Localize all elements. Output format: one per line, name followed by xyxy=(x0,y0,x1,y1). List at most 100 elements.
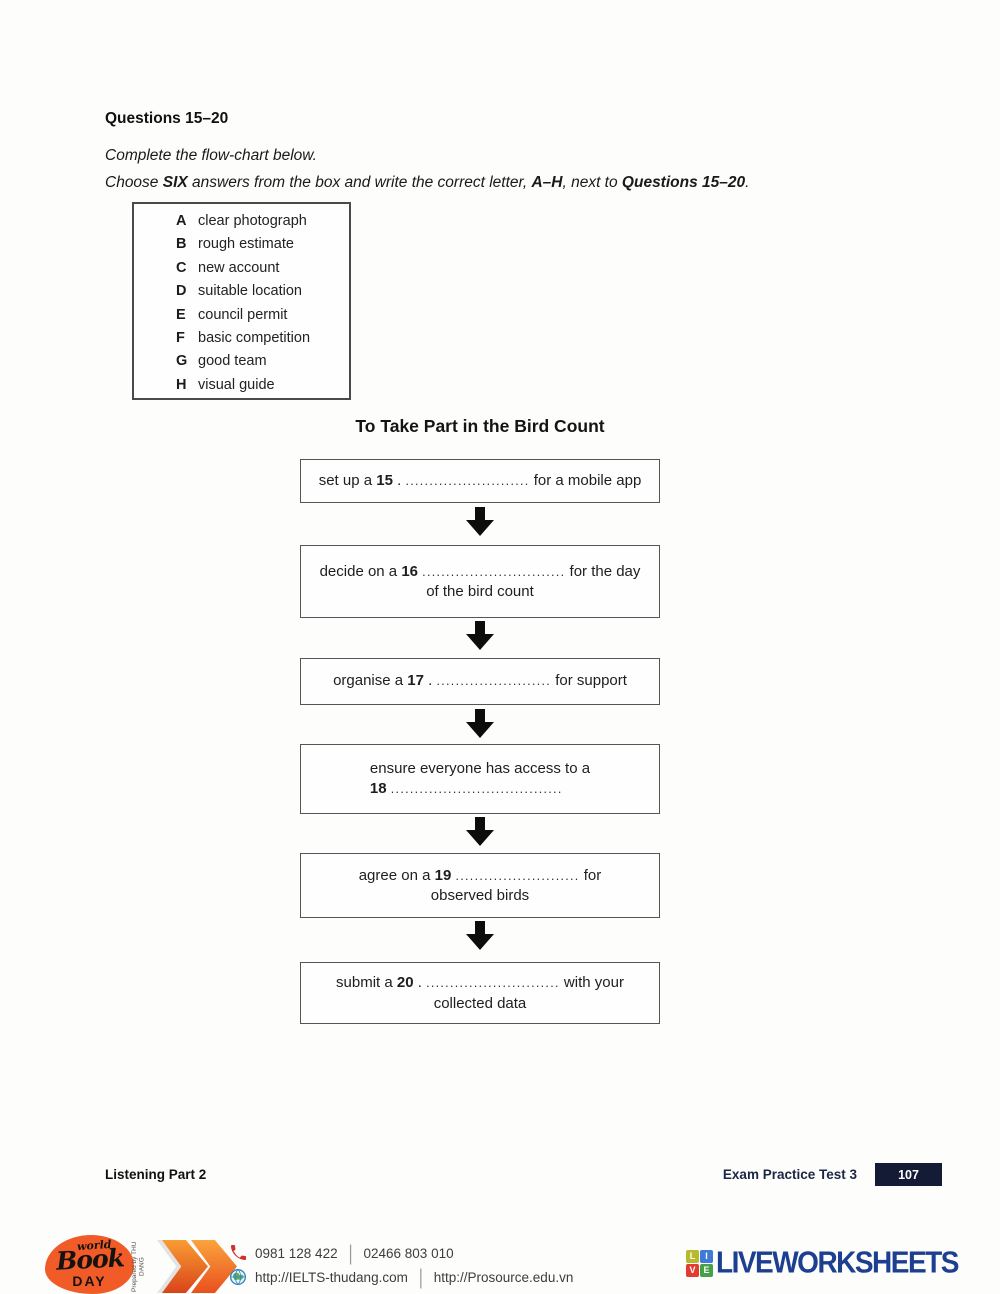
answer-blank-15[interactable]: .......................... xyxy=(405,473,530,488)
option-letter: D xyxy=(176,283,187,300)
page-number-badge: 107 xyxy=(875,1163,942,1186)
grid-letter-e: E xyxy=(700,1263,713,1277)
step-pre-text: submit a xyxy=(336,974,397,991)
option-text: suitable location xyxy=(198,283,302,300)
instruction-text: Choose xyxy=(105,174,163,191)
option-text: visual guide xyxy=(198,376,275,393)
website-row: http://IELTS-thudang.com | http://Prosou… xyxy=(230,1265,574,1289)
flow-step-box-17: organise a 17 . ........................… xyxy=(300,658,660,705)
answer-blank-17[interactable]: ........................ xyxy=(436,674,552,689)
instruction-bold-six: SIX xyxy=(162,174,188,191)
option-text: rough estimate xyxy=(198,236,294,253)
question-number: 20 xyxy=(396,974,414,991)
option-text: council permit xyxy=(198,306,288,323)
instruction-bold-letters: A–H xyxy=(531,174,563,191)
instruction-text: answers from the box and write the corre… xyxy=(187,174,532,191)
flow-step-box-20: submit a 20 . ..........................… xyxy=(300,962,660,1024)
instruction-line-1: Complete the flow-chart below. xyxy=(105,147,317,164)
option-text: good team xyxy=(198,353,267,370)
step-post-text: for a mobile app xyxy=(529,471,642,489)
down-arrow-icon xyxy=(466,921,494,950)
down-arrow-icon xyxy=(466,621,494,650)
down-arrow-icon xyxy=(466,817,494,846)
world-book-day-logo: world Book DAY xyxy=(45,1235,134,1294)
logo-book-text: Book xyxy=(55,1243,125,1276)
answer-blank-20[interactable]: ............................ xyxy=(426,976,560,990)
answer-blank-19[interactable]: .......................... xyxy=(455,868,580,883)
step-pre-text: agree on a xyxy=(358,866,435,884)
contact-block: 0981 128 422 | 02466 803 010 http://IELT… xyxy=(230,1241,574,1290)
flow-step-box-19: agree on a 19 ..........................… xyxy=(300,853,660,918)
option-letter: B xyxy=(176,236,187,253)
option-letter: C xyxy=(176,259,187,276)
divider: | xyxy=(348,1241,353,1265)
phone-number-1: 0981 128 422 xyxy=(255,1245,338,1261)
divider: | xyxy=(418,1265,423,1289)
prepared-by-label: Prepared by THU DANG xyxy=(131,1241,146,1293)
option-letter: G xyxy=(176,353,188,370)
flow-step-box-15: set up a 15 . ..........................… xyxy=(300,459,660,503)
liveworksheets-logo: L I V E LIVEWORKSHEETS xyxy=(686,1245,959,1280)
step-text: ensure everyone has access to a 18 .....… xyxy=(370,759,590,799)
step-text-line2: collected data xyxy=(433,994,527,1012)
logo-day-text: DAY xyxy=(72,1273,107,1289)
step-text: agree on a 19 ..........................… xyxy=(301,866,659,887)
step-text-line2: 18 .................................... xyxy=(370,779,590,800)
phone-number-2: 02466 803 010 xyxy=(363,1245,454,1261)
instruction-text: . xyxy=(745,174,750,191)
footer-section-label: Listening Part 2 xyxy=(105,1167,207,1182)
grid-letter-v: V xyxy=(686,1263,699,1277)
answer-blank-16[interactable]: .............................. xyxy=(422,564,566,579)
instruction-line-2: Choose SIX answers from the box and writ… xyxy=(105,174,749,192)
liveworksheets-wordmark: LIVEWORKSHEETS xyxy=(716,1245,959,1280)
step-text-line2: observed birds xyxy=(430,887,530,904)
website-url-1[interactable]: http://IELTS-thudang.com xyxy=(255,1269,408,1285)
step-text: decide on a 16 .........................… xyxy=(301,562,659,583)
option-letter: E xyxy=(176,306,186,323)
step-pre-text: decide on a xyxy=(319,562,402,580)
option-text: new account xyxy=(198,259,280,276)
step-text: organise a 17 . ........................… xyxy=(301,671,659,692)
question-number: 17 xyxy=(407,672,424,690)
question-number: 15 xyxy=(376,471,393,489)
website-url-2[interactable]: http://Prosource.edu.vn xyxy=(433,1269,574,1285)
step-post-text: for the day xyxy=(565,562,641,580)
flow-chart-title: To Take Part in the Bird Count xyxy=(355,416,605,436)
answer-blank-18[interactable]: .................................... xyxy=(390,781,563,796)
question-number: 19 xyxy=(434,866,452,884)
footer-right-group: Exam Practice Test 3 107 xyxy=(723,1163,942,1186)
step-pre-text: set up a xyxy=(318,471,377,489)
step-separator: . xyxy=(392,471,406,489)
step-pre-text: ensure everyone has access to a xyxy=(369,760,591,777)
option-text: clear photograph xyxy=(198,213,307,229)
live-letter-grid: L I V E xyxy=(686,1249,713,1277)
option-letter: F xyxy=(176,329,185,346)
grid-letter-i: I xyxy=(700,1249,713,1263)
question-number: 18 xyxy=(369,779,387,797)
step-separator: . xyxy=(423,672,437,690)
instruction-bold-questions: Questions 15–20 xyxy=(621,174,746,191)
instruction-text: , next to xyxy=(562,174,622,191)
step-pre-text: organise a xyxy=(333,672,408,690)
step-post-text: with your xyxy=(559,974,624,991)
option-letter: H xyxy=(176,376,187,393)
globe-icon xyxy=(230,1269,246,1285)
step-text: set up a 15 . ..........................… xyxy=(301,471,659,492)
phone-icon xyxy=(231,1245,246,1260)
questions-title: Questions 15–20 xyxy=(105,110,229,127)
step-text: submit a 20 . ..........................… xyxy=(301,973,659,994)
down-arrow-icon xyxy=(466,709,494,738)
option-letter: A xyxy=(176,213,187,229)
step-post-text: for support xyxy=(551,672,627,690)
step-text-line2: of the bird count xyxy=(426,583,534,600)
